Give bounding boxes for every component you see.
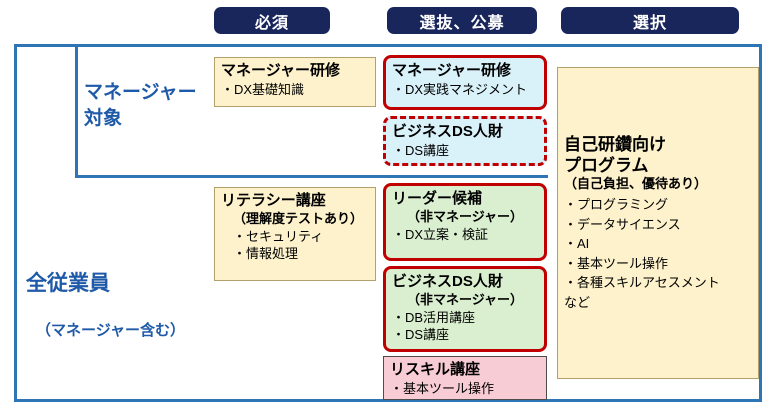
box-title: リーダー候補 [392,190,483,207]
column-header-selection-label: 選抜、公募 [419,14,505,32]
box-item: ・DS講座 [392,142,450,158]
box-item: ・データサイエンス [564,216,681,232]
box-title: マネージャー研修 [221,62,340,79]
box-self-development: 自己研鑽向け プログラム （自己負担、優待あり） ・プログラミング ・データサイ… [557,67,759,379]
box-manager-training-required: マネージャー研修 ・DX基礎知識 [214,57,376,107]
row-label-manager: マネージャー 対象 [84,82,197,129]
box-item: ・DS講座 [392,327,450,343]
row-label-all-employees-main: 全従業員 [26,272,110,296]
box-manager-training-selection: マネージャー研修 ・DX実践マネジメント [383,55,547,110]
box-title: 自己研鑽向け プログラム [564,134,666,176]
box-title: マネージャー研修 [392,62,511,79]
box-item: ・DX基礎知識 [221,81,305,97]
column-header-selection: 選抜、公募 [387,7,537,34]
box-subtitle: （非マネージャー） [406,208,524,224]
box-item: ・基本ツール操作 [564,255,669,271]
box-subtitle: （理解度テストあり） [233,210,364,226]
box-item: ・プログラミング [564,197,669,213]
column-header-required-label: 必須 [254,14,289,32]
box-literacy-course: リテラシー講座 （理解度テストあり） ・セキュリティ ・情報処理 [214,187,376,281]
box-subtitle: （自己負担、優待あり） [564,176,708,192]
box-item: など [564,294,591,310]
box-item: ・DX立案・検証 [392,226,489,242]
box-subtitle: （非マネージャー） [406,291,524,307]
box-reskill-course: リスキル講座 ・基本ツール操作 [383,356,547,400]
row-label-all-employees-sub: （マネージャー含む） [36,321,185,339]
row-label-all-employees: 全従業員 （マネージャー含む） [26,246,185,365]
box-item: ・情報処理 [233,246,299,262]
column-header-elective: 選択 [561,7,739,34]
column-header-required: 必須 [214,7,330,34]
box-leader-candidate: リーダー候補 （非マネージャー） ・DX立案・検証 [383,183,547,261]
box-item: ・AI [564,236,590,252]
box-item: ・DX実践マネジメント [392,81,528,97]
box-title: ビジネスDS人財 [392,123,503,140]
column-header-elective-label: 選択 [632,14,667,32]
box-item: ・各種スキルアセスメント [564,275,720,291]
manager-row-frame [75,44,548,178]
box-item: ・セキュリティ [233,228,324,244]
box-title: リテラシー講座 [221,192,326,209]
box-title: リスキル講座 [390,361,481,378]
box-item: ・基本ツール操作 [390,380,495,396]
box-business-ds-manager: ビジネスDS人財 ・DS講座 [383,116,547,166]
box-item: ・DB活用講座 [392,309,476,325]
box-business-ds-staff: ビジネスDS人財 （非マネージャー） ・DB活用講座 ・DS講座 [383,266,547,352]
box-title: ビジネスDS人財 [392,273,503,290]
